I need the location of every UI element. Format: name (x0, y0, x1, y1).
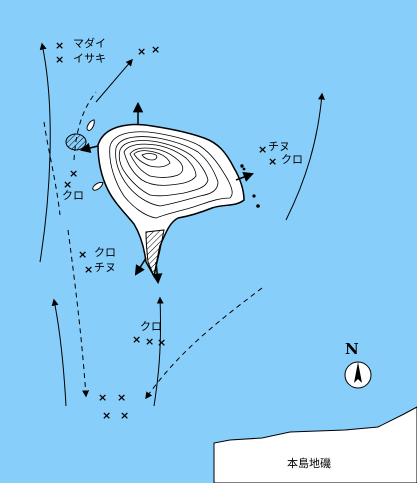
spot-label-chinu-east: チヌ (268, 140, 290, 153)
spot-label-kuro-sw: クロ (94, 246, 116, 259)
spot-marker: × (55, 53, 65, 66)
spot-label-kuro-east: クロ (281, 153, 303, 166)
rocks-east (240, 164, 260, 208)
spot-marker: × (151, 43, 161, 56)
spot-marker: × (137, 45, 147, 58)
boat-west (92, 181, 104, 191)
spot-marker: × (145, 335, 155, 348)
island (97, 123, 245, 279)
spot-marker: × (55, 39, 65, 52)
spot-label-madai: マダイ (73, 37, 106, 50)
spot-label-kuro-west: クロ (62, 189, 84, 202)
spot-marker: × (98, 391, 108, 404)
cast-arrows (79, 101, 254, 285)
boat-north (86, 119, 95, 131)
spot-marker: × (102, 409, 112, 422)
reef-hatched-south (145, 229, 165, 278)
currents (39, 42, 326, 407)
mainland-label: 本島地磯 (287, 457, 331, 470)
spot-marker: × (84, 263, 94, 276)
spot-marker: × (63, 178, 73, 191)
spot-marker: × (78, 248, 88, 261)
spot-label-chinu-sw: チヌ (94, 261, 116, 274)
spot-marker: × (132, 333, 142, 346)
spot-marker: × (120, 409, 130, 422)
mainland-shape (213, 406, 417, 483)
spot-marker: × (268, 155, 278, 168)
spot-label-kuro-south: クロ (140, 320, 162, 333)
compass-north-label: N (345, 340, 359, 358)
spot-marker: × (117, 391, 127, 404)
spot-marker: × (157, 336, 167, 349)
spot-label-isaki: イサキ (73, 52, 106, 65)
spot-marker: × (69, 167, 79, 180)
island-outline (97, 123, 245, 279)
compass (344, 361, 372, 389)
spot-marker: × (258, 143, 268, 156)
